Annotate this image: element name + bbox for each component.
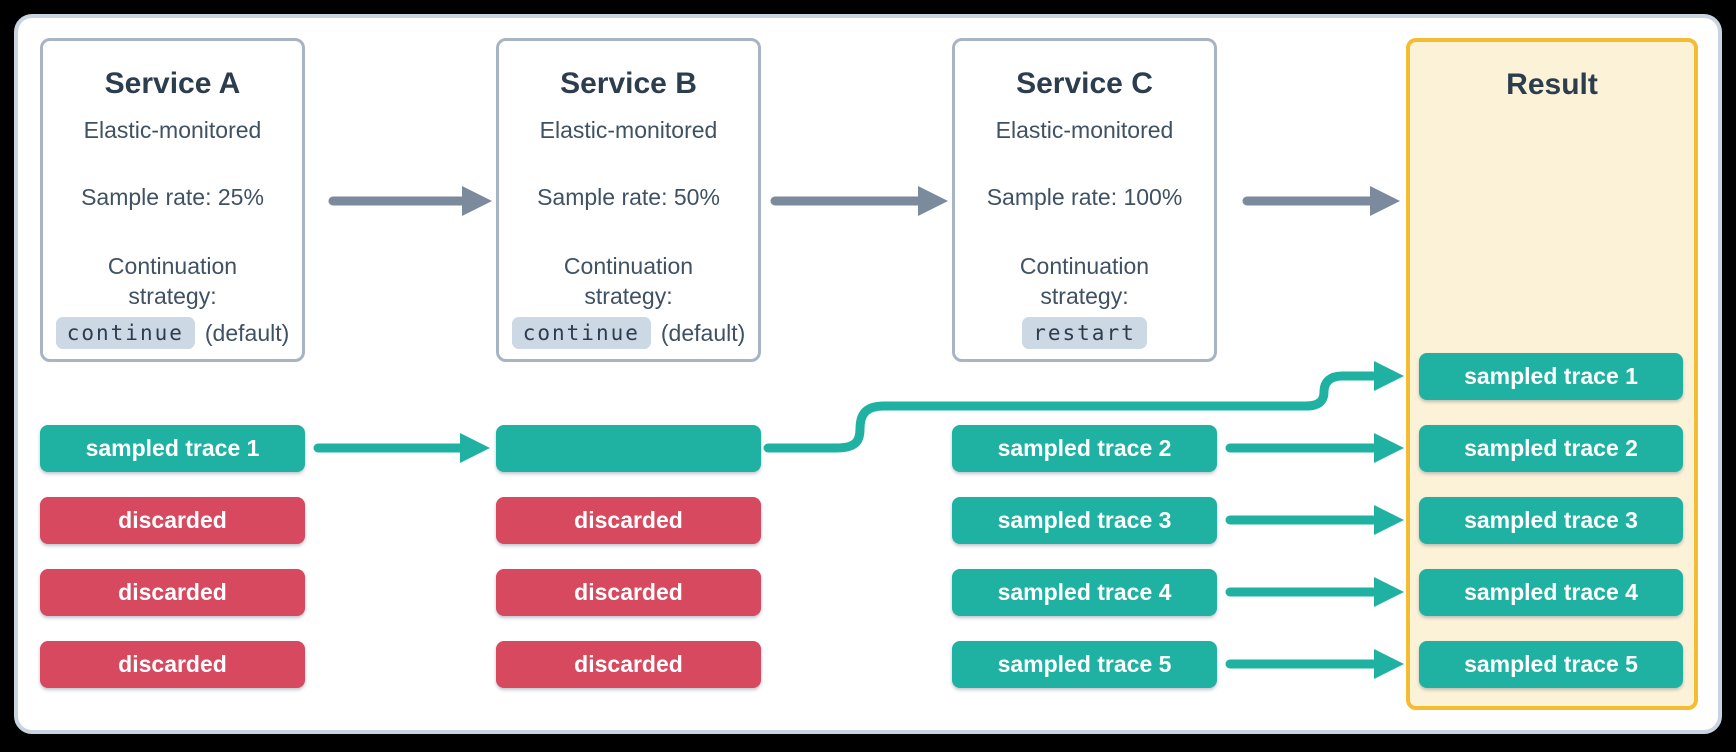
service-c-strategy-label: Continuation strategy: (1019, 253, 1150, 309)
service-card-b: Service B Elastic-monitored Sample rate:… (496, 38, 761, 362)
trace-arrowhead-a1-to-b1-icon (460, 433, 490, 463)
service-a-strategy-label: Continuation strategy: (107, 253, 238, 309)
service-b-strategy-badge: continue (511, 317, 651, 349)
service-a-sample-rate: Sample rate: 25% (81, 184, 264, 210)
trace-chip: discarded (40, 497, 305, 544)
trace-chip: sampled trace 3 (952, 497, 1217, 544)
trace-arrowhead-c3-to-result4-icon (1374, 577, 1404, 607)
service-b-title: Service B (560, 67, 697, 100)
trace-chip: sampled trace 1 (1419, 353, 1683, 400)
trace-chip: sampled trace 4 (1419, 569, 1683, 616)
service-c-strategy-badge: restart (1022, 317, 1147, 349)
trace-chip: sampled trace 1 (40, 425, 305, 472)
service-b-sample-rate: Sample rate: 50% (537, 184, 720, 210)
service-card-a: Service A Elastic-monitored Sample rate:… (40, 38, 305, 362)
trace-chip: discarded (40, 569, 305, 616)
trace-chip: sampled trace 2 (1419, 425, 1683, 472)
service-c-title: Service C (1016, 67, 1153, 100)
trace-chip: discarded (496, 497, 761, 544)
flow-arrowhead-c-to-result-icon (1370, 186, 1400, 216)
trace-chip: sampled trace 2 (952, 425, 1217, 472)
service-card-c: Service C Elastic-monitored Sample rate:… (952, 38, 1217, 362)
trace-chip: discarded (40, 641, 305, 688)
service-a-strategy-badge: continue (55, 317, 195, 349)
arrows-layer (313, 186, 1404, 679)
result-title: Result (1506, 68, 1598, 101)
service-b-monitoring: Elastic-monitored (539, 117, 718, 143)
service-b-strategy-label: Continuation strategy: (563, 253, 694, 309)
trace-arrows (313, 361, 1404, 679)
trace-chip: discarded (496, 641, 761, 688)
trace-chip-empty (496, 425, 761, 472)
service-a-strategy-note: (default) (204, 319, 290, 346)
service-b-strategy-note: (default) (660, 319, 746, 346)
trace-chip: sampled trace 5 (1419, 641, 1683, 688)
flow-arrowhead-a-to-b-icon (462, 186, 492, 216)
trace-arrowhead-c1-to-result2-icon (1374, 433, 1404, 463)
service-a-strategy-row: continue (default) (43, 317, 302, 349)
service-c-sample-rate: Sample rate: 100% (986, 184, 1183, 210)
diagram-canvas: Service A Elastic-monitored Sample rate:… (14, 14, 1722, 734)
trace-chip: discarded (496, 569, 761, 616)
trace-arrowhead-b1-to-result1-icon (1374, 361, 1404, 391)
service-a-title: Service A (104, 67, 241, 100)
service-flow-arrows (328, 186, 1400, 216)
flow-arrowhead-b-to-c-icon (918, 186, 948, 216)
trace-chip: sampled trace 4 (952, 569, 1217, 616)
service-b-strategy-row: continue (default) (499, 317, 758, 349)
service-a-monitoring: Elastic-monitored (83, 117, 262, 143)
trace-chip: sampled trace 5 (952, 641, 1217, 688)
service-c-monitoring: Elastic-monitored (995, 117, 1174, 143)
trace-arrowhead-c2-to-result3-icon (1374, 505, 1404, 535)
trace-arrow-b1-to-result1-curve (763, 371, 1379, 453)
service-c-strategy-row: restart (955, 317, 1214, 349)
trace-arrowhead-c4-to-result5-icon (1374, 649, 1404, 679)
trace-chip: sampled trace 3 (1419, 497, 1683, 544)
